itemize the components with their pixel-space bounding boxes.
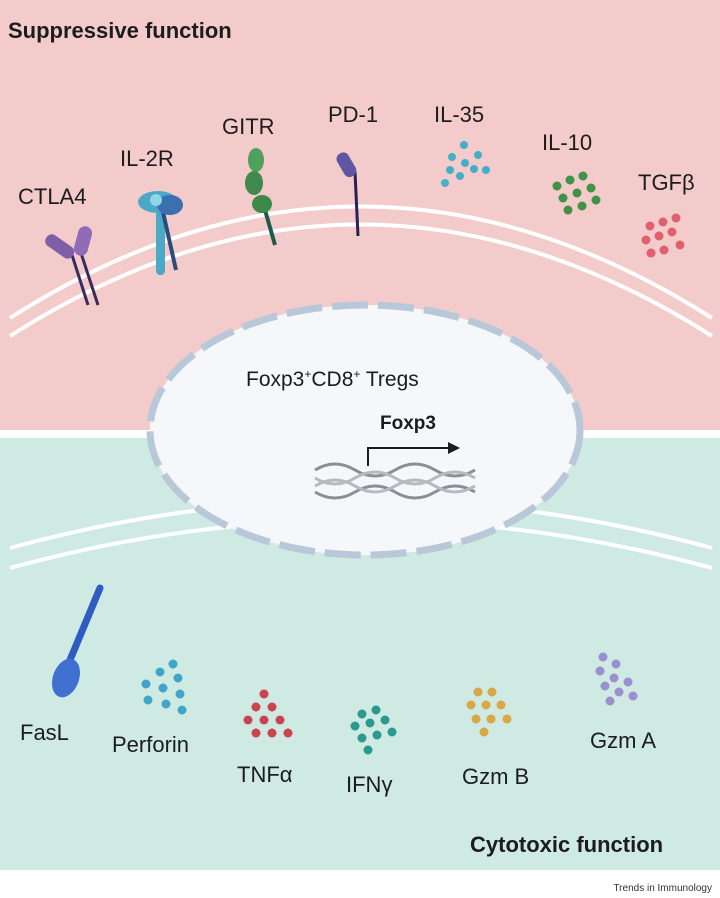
gzma-dots-icon [595,652,638,706]
cell-type-mid: CD8 [311,368,354,391]
nucleus [146,301,584,559]
gzmb-label: Gzm B [462,764,530,789]
gzmb-dots-icon [466,687,512,737]
ifng-dots-icon [350,705,397,755]
tnfa-label: TNFα [237,762,293,787]
transcription-arrow-icon [367,442,460,466]
il2r-receptor-icon [138,191,183,275]
suppressive-function-title: Suppressive function [8,18,232,43]
cell-type-suffix: Tregs [360,368,419,391]
ifng-label: IFNγ [346,772,393,797]
gitr-label: GITR [222,114,275,139]
il35-label: IL-35 [434,102,485,127]
tgfb-dots-icon [641,213,685,258]
gzma-label: Gzm A [590,728,657,753]
cell-type-sup2: + [353,367,361,381]
gitr-receptor-icon [245,148,277,246]
top-membrane [8,204,714,338]
tnfa-dots-icon [243,689,293,738]
fasl-label: FasL [20,720,69,745]
pd1-label: PD-1 [328,102,379,127]
foxp3-gene-label: Foxp3 [380,413,436,434]
il35-dots-icon [441,141,490,187]
journal-credit: Trends in Immunology [613,883,712,894]
il10-label: IL-10 [542,130,593,155]
dna-helix-icon [314,462,476,500]
cell-type-sup1: + [304,367,312,381]
il2r-label: IL-2R [120,146,174,171]
cell-type-prefix: Foxp3 [246,368,305,391]
perforin-dots-icon [141,659,187,715]
tgfb-label: TGFβ [638,170,695,195]
nuclear-envelope [146,301,584,559]
pd1-receptor-icon [336,152,360,237]
ctla4-receptor-icon [45,226,100,306]
perforin-label: Perforin [112,732,190,757]
cytotoxic-function-title: Cytotoxic function [470,832,664,857]
il10-dots-icon [552,171,601,215]
ctla4-label: CTLA4 [18,184,87,209]
fasl-ligand-icon [51,584,104,698]
cell-type-title: Foxp3+CD8+ Tregs [246,368,419,390]
